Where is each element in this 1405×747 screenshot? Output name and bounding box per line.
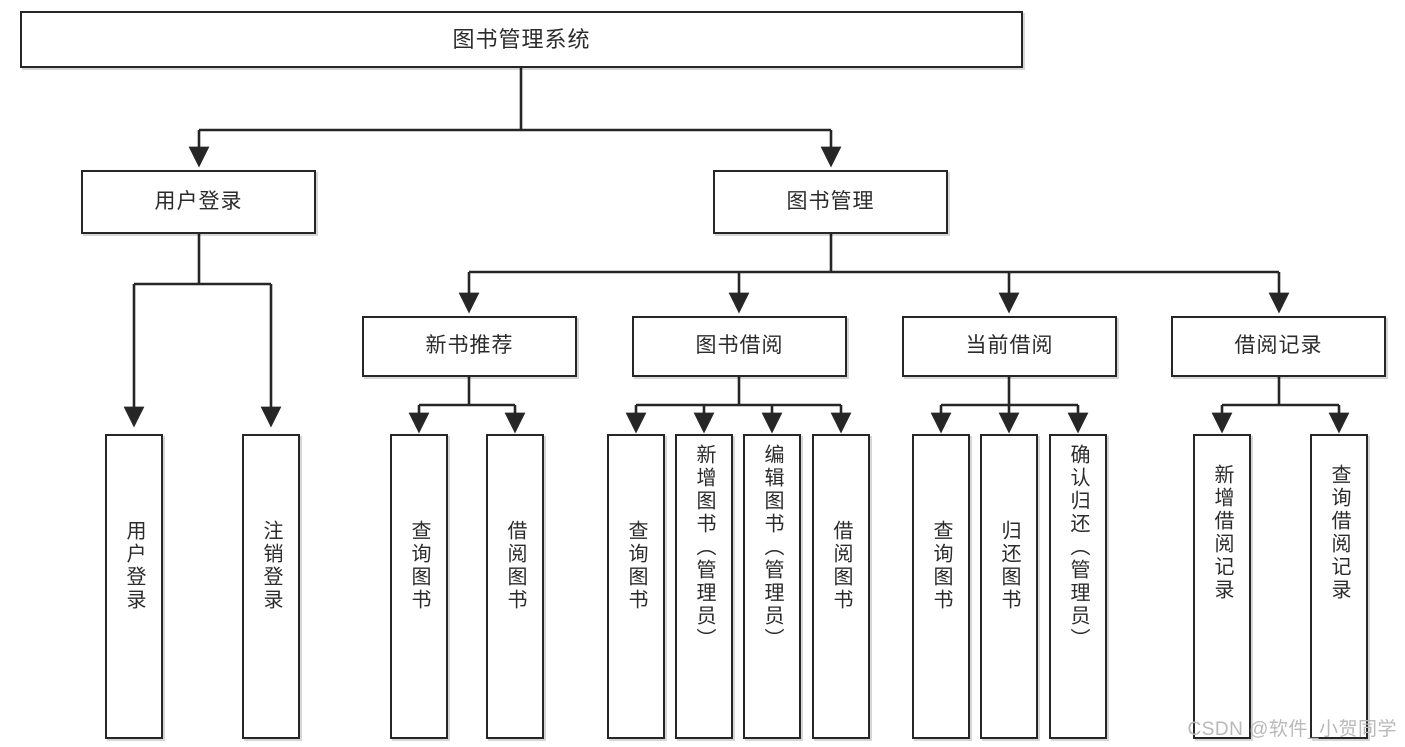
node-label: 图书借阅 xyxy=(695,334,784,358)
node-label: 新增图书（管理员） xyxy=(693,444,715,651)
leaf-query-book-new-recommend[interactable]: 查询图书 xyxy=(390,434,448,739)
leaf-borrow-book[interactable]: 借阅图书 xyxy=(812,434,870,739)
leaf-add-book-admin[interactable]: 新增图书（管理员） xyxy=(675,434,733,739)
node-label: 查询借阅记录 xyxy=(1328,464,1350,602)
leaf-logout[interactable]: 注销登录 xyxy=(242,434,300,739)
node-label: 当前借阅 xyxy=(965,334,1054,358)
node-label: 借阅图书 xyxy=(830,520,852,612)
node-label: 查询图书 xyxy=(625,520,647,612)
node-book-borrowing[interactable]: 图书借阅 xyxy=(632,316,847,377)
node-label: 借阅记录 xyxy=(1234,334,1323,358)
leaf-borrow-book-new-recommend[interactable]: 借阅图书 xyxy=(486,434,544,739)
node-label: 用户登录 xyxy=(154,189,243,213)
node-new-book-recommendation[interactable]: 新书推荐 xyxy=(362,316,577,377)
leaf-edit-book-admin[interactable]: 编辑图书（管理员） xyxy=(743,434,801,739)
node-label: 归还图书 xyxy=(998,520,1020,612)
leaf-query-borrow-record[interactable]: 查询借阅记录 xyxy=(1310,434,1368,739)
node-label: 借阅图书 xyxy=(504,520,526,612)
node-book-management[interactable]: 图书管理 xyxy=(713,170,948,234)
leaf-confirm-return-admin[interactable]: 确认归还（管理员） xyxy=(1049,434,1107,739)
csdn-watermark: CSDN @软件_小贺同学 xyxy=(1187,719,1397,740)
node-user-login[interactable]: 用户登录 xyxy=(81,170,316,234)
node-label: 图书管理 xyxy=(786,189,875,213)
node-root-book-management-system[interactable]: 图书管理系统 xyxy=(20,11,1023,68)
node-label: 图书管理系统 xyxy=(452,26,591,52)
node-label: 查询图书 xyxy=(930,520,952,612)
node-label: 确认归还（管理员） xyxy=(1067,444,1089,651)
node-label: 新增借阅记录 xyxy=(1211,464,1233,602)
node-borrowing-record[interactable]: 借阅记录 xyxy=(1171,316,1386,377)
leaf-add-borrow-record[interactable]: 新增借阅记录 xyxy=(1193,434,1251,739)
leaf-user-login[interactable]: 用户登录 xyxy=(105,434,163,739)
node-label: 查询图书 xyxy=(408,520,430,612)
node-label: 新书推荐 xyxy=(425,334,514,358)
node-label: 注销登录 xyxy=(260,520,282,612)
node-label: 编辑图书（管理员） xyxy=(761,444,783,651)
leaf-query-book-borrow[interactable]: 查询图书 xyxy=(607,434,665,739)
node-current-borrowing[interactable]: 当前借阅 xyxy=(902,316,1117,377)
node-label: 用户登录 xyxy=(123,520,145,612)
leaf-return-book[interactable]: 归还图书 xyxy=(980,434,1038,739)
leaf-query-book-current[interactable]: 查询图书 xyxy=(912,434,970,739)
